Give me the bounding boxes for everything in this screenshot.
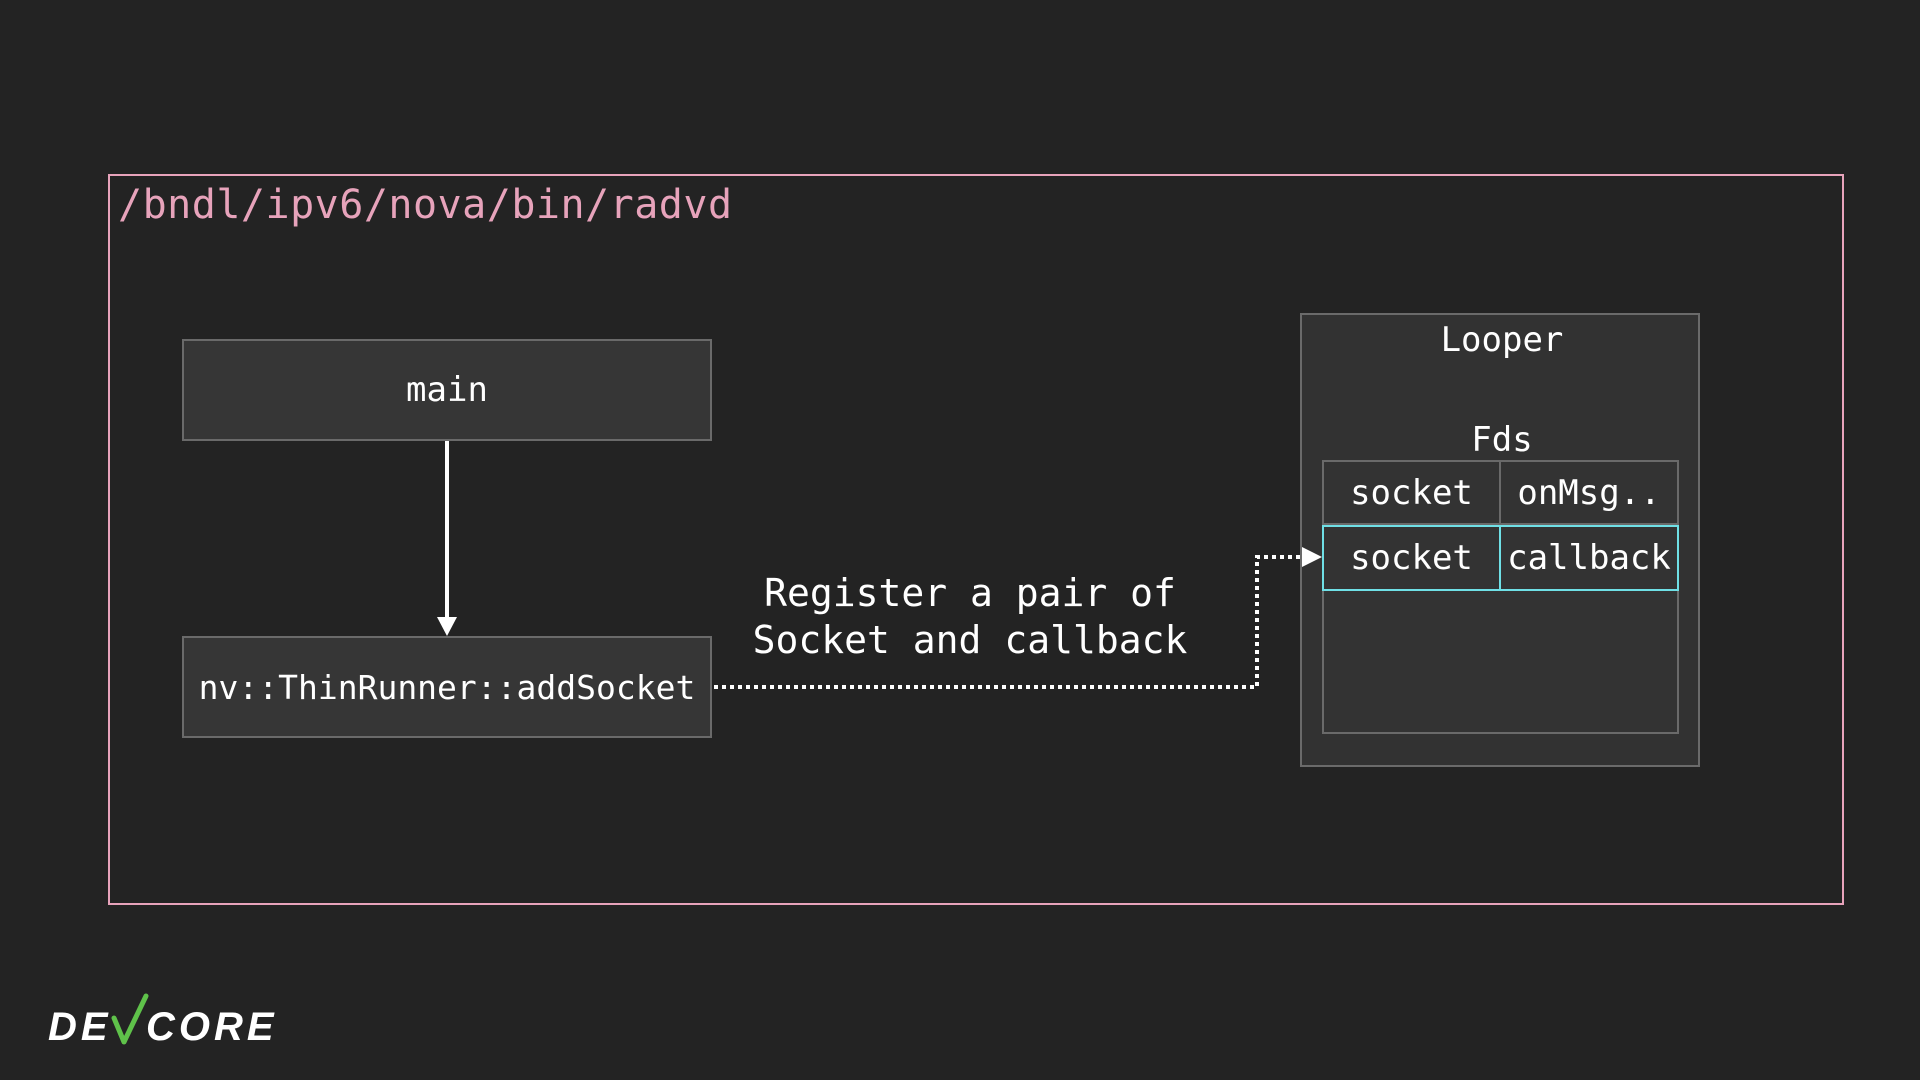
fds-title: Fds bbox=[1471, 420, 1533, 460]
register-label-line2: Socket and callback bbox=[752, 618, 1188, 662]
main-box: main bbox=[182, 339, 712, 441]
register-label-line1: Register a pair of bbox=[764, 571, 1176, 615]
devcore-logo: DE CORE bbox=[48, 993, 278, 1049]
process-path-title: /bndl/ipv6/nova/bin/radvd bbox=[118, 182, 733, 228]
add-socket-box: nv::ThinRunner::addSocket bbox=[182, 636, 712, 738]
fds-row-1-handler: onMsg.. bbox=[1501, 462, 1677, 525]
fds-row-1-fd: socket bbox=[1324, 462, 1501, 525]
add-socket-box-label: nv::ThinRunner::addSocket bbox=[198, 667, 696, 707]
svg-text:CORE: CORE bbox=[146, 1005, 278, 1049]
register-label: Register a pair of Socket and callback bbox=[720, 570, 1220, 664]
svg-text:DE: DE bbox=[48, 1005, 112, 1049]
looper-title: Looper bbox=[1440, 320, 1564, 360]
fds-table: socket onMsg.. bbox=[1322, 460, 1679, 734]
main-box-label: main bbox=[406, 370, 488, 410]
fds-row-2-fd: socket bbox=[1324, 527, 1501, 589]
process-frame bbox=[108, 174, 1844, 905]
fds-row-highlighted: socket callback bbox=[1322, 525, 1679, 591]
fds-row-2-handler: callback bbox=[1507, 538, 1671, 578]
